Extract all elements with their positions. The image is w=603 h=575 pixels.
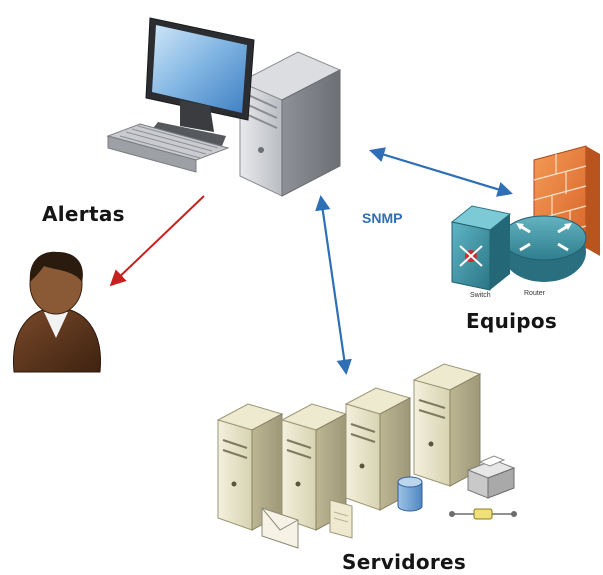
switch-icon bbox=[450, 205, 512, 291]
snmp-label: SNMP bbox=[362, 210, 403, 226]
alert-arrow bbox=[109, 195, 205, 287]
equipos-label: Equipos bbox=[466, 309, 558, 333]
server-tower-icon bbox=[344, 387, 412, 511]
snmp-link-servidores-arrow bbox=[315, 194, 352, 376]
envelope-icon bbox=[261, 507, 299, 549]
server-tower-icon bbox=[412, 363, 482, 487]
servidores-label: Servidores bbox=[342, 550, 467, 574]
desktop-computer-icon bbox=[106, 17, 342, 197]
document-icon bbox=[329, 499, 353, 539]
snmp-link-equipos-arrow bbox=[369, 147, 513, 197]
user-avatar-icon bbox=[13, 251, 101, 373]
server-tower-icon bbox=[216, 403, 284, 531]
server-tower-icon bbox=[216, 363, 482, 531]
alertas-label: Alertas bbox=[42, 202, 125, 226]
printer-icon bbox=[466, 455, 516, 499]
switch-caption: Switch bbox=[470, 292, 491, 299]
router-icon bbox=[501, 215, 587, 282]
network-link-icon bbox=[449, 508, 517, 520]
database-icon bbox=[397, 476, 423, 512]
router-caption: Router bbox=[524, 290, 546, 297]
